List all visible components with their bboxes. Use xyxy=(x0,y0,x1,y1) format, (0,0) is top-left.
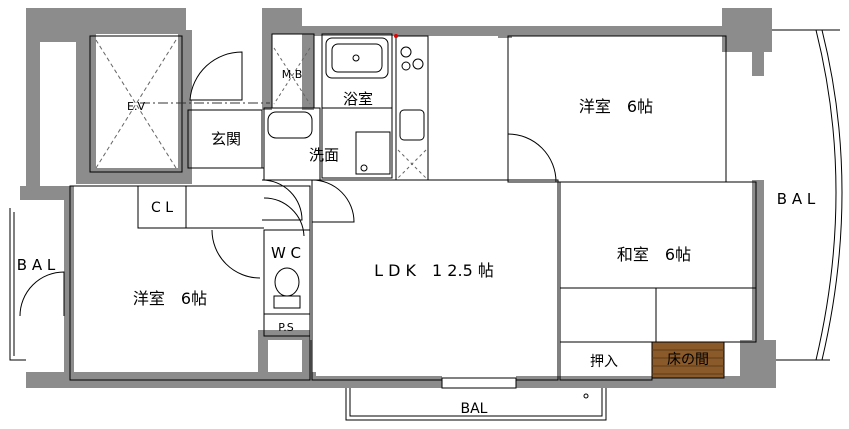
window-ldk xyxy=(441,377,517,389)
label-entrance: 玄関 xyxy=(211,130,241,148)
washbasin xyxy=(267,111,391,175)
label-closet: C L xyxy=(151,200,173,216)
label-western-room-left: 洋室 6帖 xyxy=(133,289,207,308)
label-bath: 浴室 xyxy=(343,90,373,108)
label-washroom: 洗面 xyxy=(309,146,339,164)
room-labels: E.V M.B 浴室 玄関 洗面 C L W C P.S 洋室 6帖 洋室 6帖… xyxy=(17,68,816,417)
label-bal-bottom: BAL xyxy=(461,401,488,417)
elevator-shaft xyxy=(95,39,270,169)
tokonoma-floor xyxy=(651,341,725,379)
label-tokonoma: 床の間 xyxy=(667,352,709,368)
label-ps: P.S xyxy=(278,321,293,334)
bathtub xyxy=(325,37,389,79)
room-outlines xyxy=(69,33,757,381)
label-ldk: L D K 1 2.5 帖 xyxy=(374,261,494,280)
label-mb: M.B xyxy=(282,68,303,81)
label-bal-right: B A L xyxy=(777,190,816,208)
label-wc: W C xyxy=(271,244,301,262)
label-bal-left: B A L xyxy=(17,256,56,274)
toilet xyxy=(273,267,301,309)
outer-walls xyxy=(20,8,776,388)
balconies xyxy=(9,29,843,421)
label-western-room-top: 洋室 6帖 xyxy=(579,97,653,116)
door-swings xyxy=(19,51,557,317)
label-oshiire: 押入 xyxy=(590,354,618,370)
tokonoma-grain xyxy=(652,349,724,375)
label-ev: E.V xyxy=(127,100,145,113)
meter-box-shaft xyxy=(273,47,311,105)
kitchen-counter xyxy=(394,34,429,181)
label-japanese-room: 和室 6帖 xyxy=(617,245,691,264)
